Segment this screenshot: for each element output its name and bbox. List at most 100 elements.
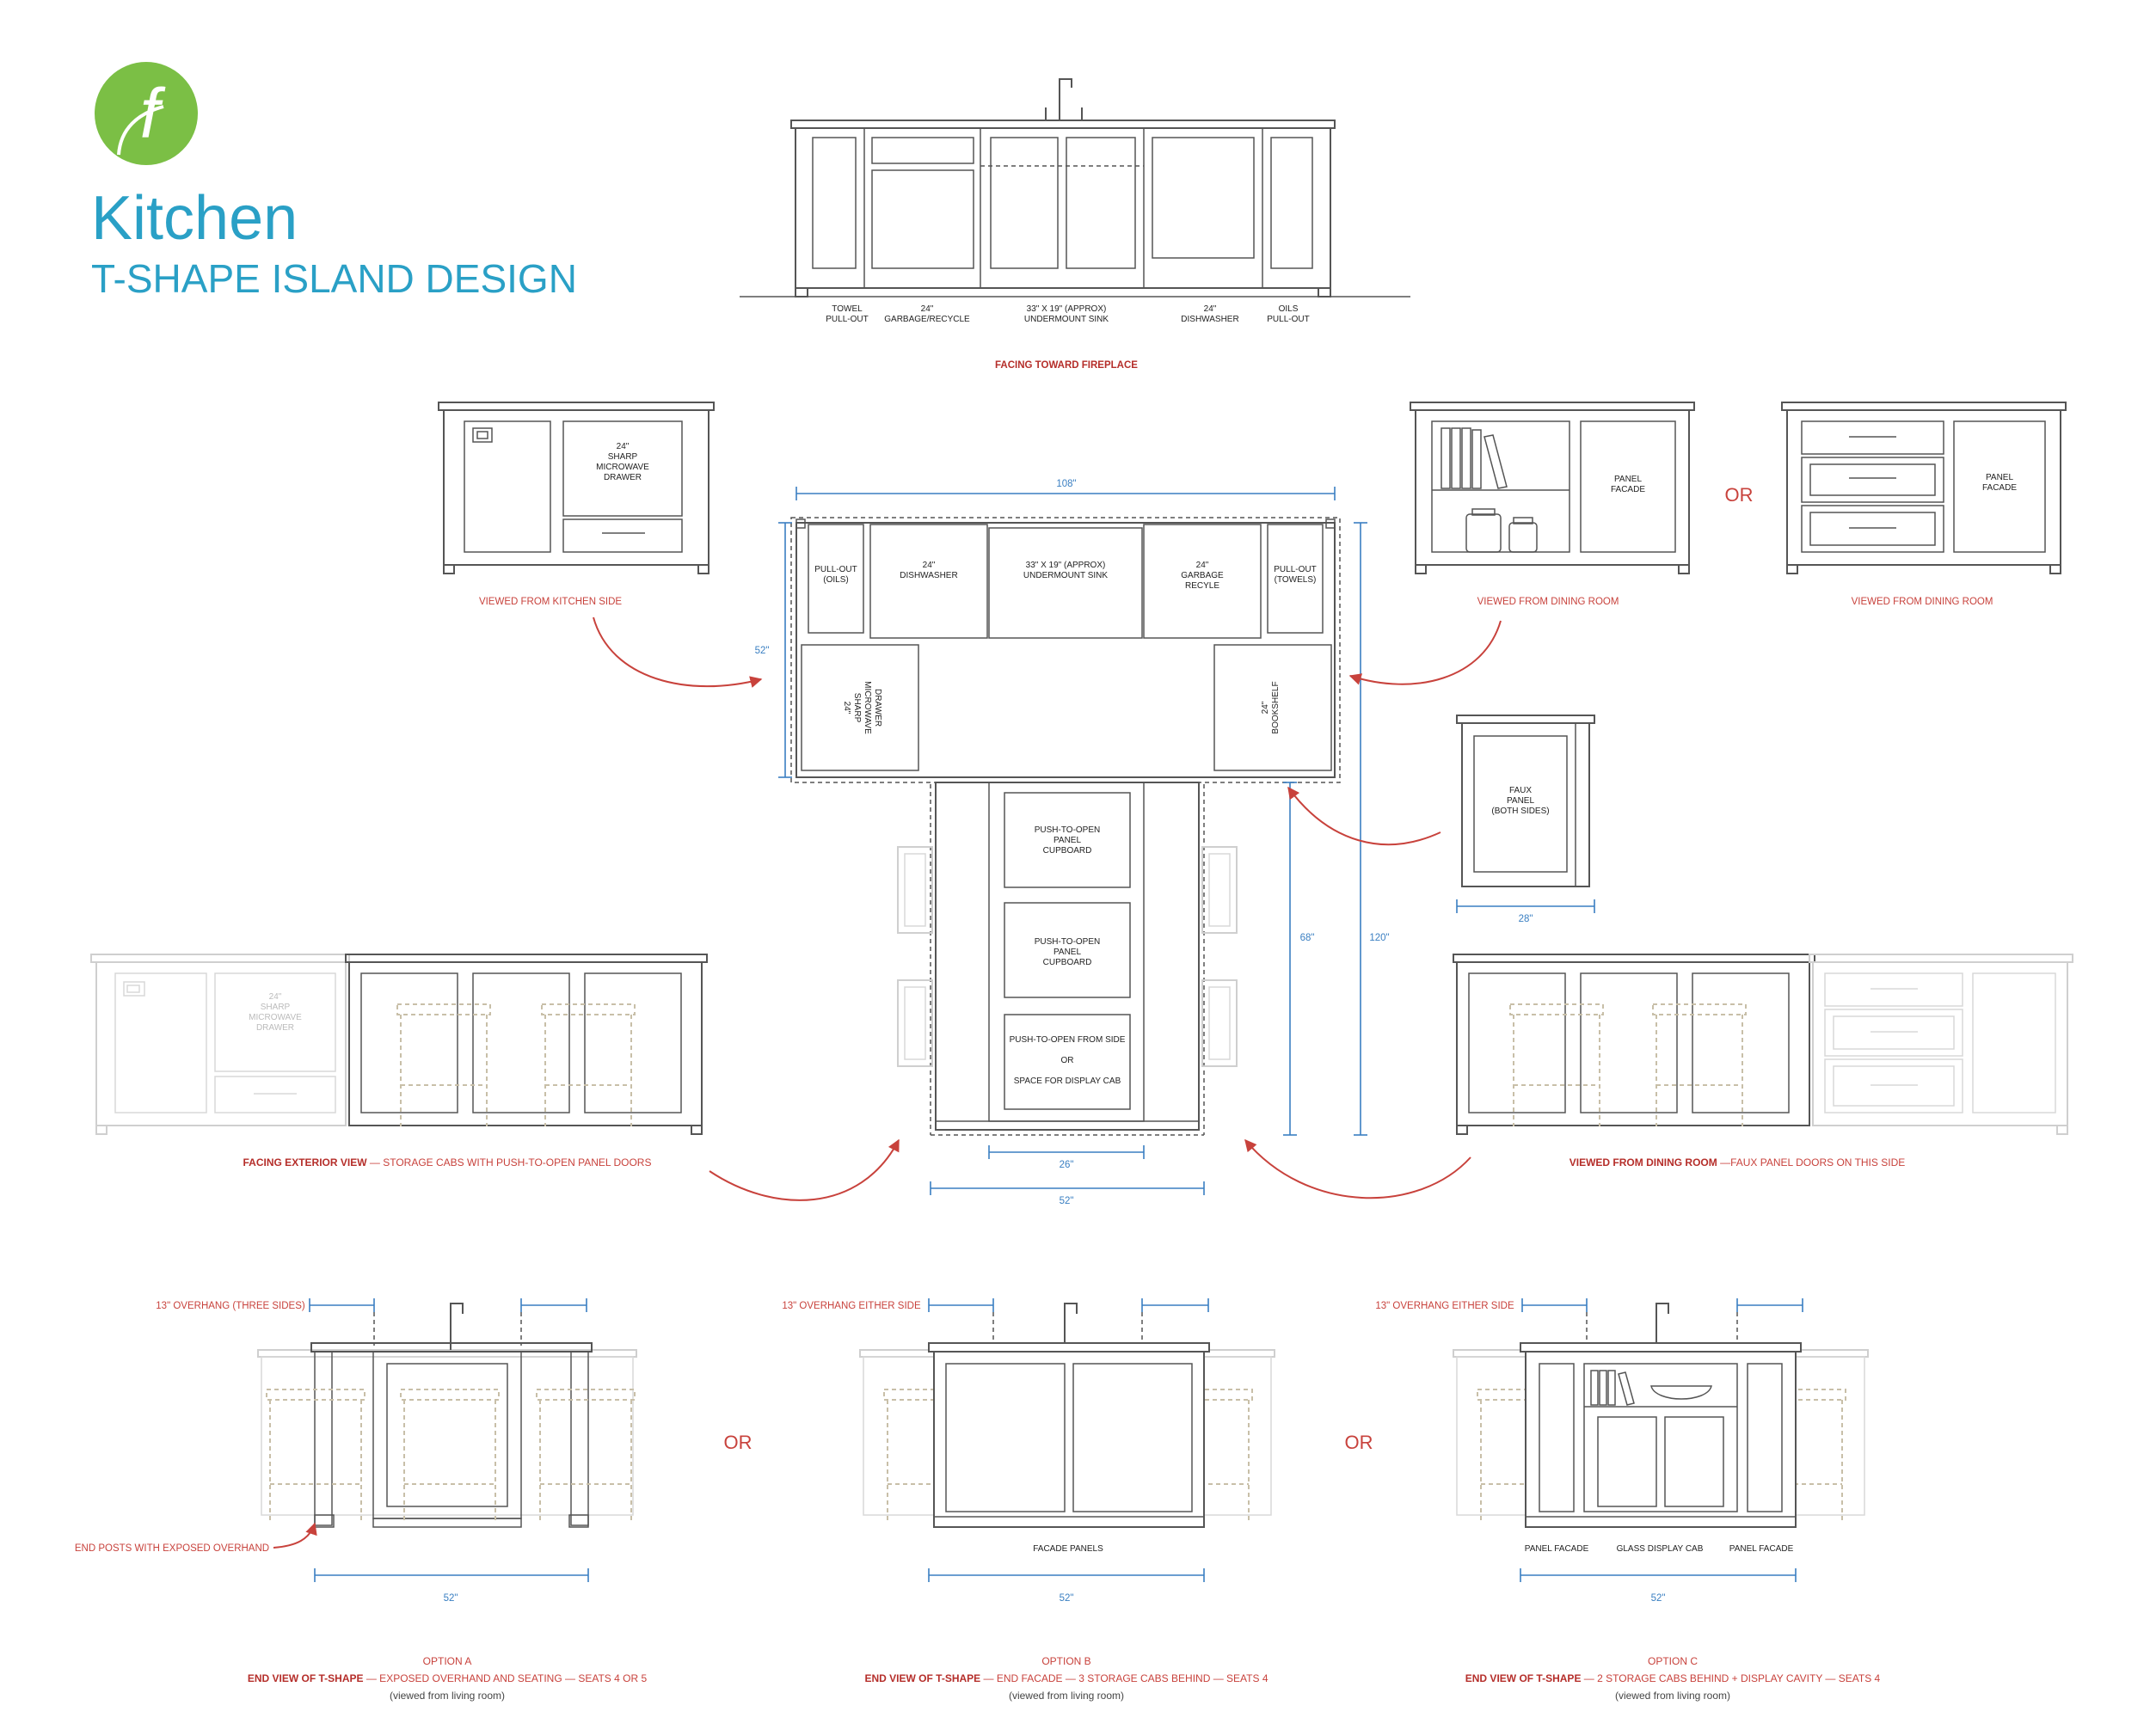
option-c-desc-bold: END VIEW OF T-SHAPE — [1465, 1672, 1582, 1684]
plan-pullout-towels-2: (TOWELS) — [1275, 575, 1317, 585]
option-c-caption: OPTION C END VIEW OF T-SHAPE — 2 STORAGE… — [1465, 1655, 1881, 1702]
top-elevation-fireplace — [740, 78, 1410, 298]
plan-bookshelf-2: BOOKSHELF — [1271, 681, 1281, 733]
faux-2: PANEL — [1507, 796, 1534, 806]
plan-microwave-4: DRAWER — [873, 689, 882, 727]
brand-logo: f — [95, 62, 198, 165]
option-b-overhang: 13" OVERHANG EITHER SIDE — [782, 1301, 921, 1311]
option-b-name: OPTION B — [1041, 1655, 1090, 1667]
option-c-label-3: PANEL FACADE — [1729, 1544, 1794, 1554]
option-c-viewed: (viewed from living room) — [1615, 1690, 1730, 1702]
option-a-desc: END VIEW OF T-SHAPE — EXPOSED OVERHAND A… — [248, 1672, 648, 1684]
caption-fireplace: FACING TOWARD FIREPLACE — [995, 360, 1138, 371]
page-title: Kitchen — [91, 184, 298, 253]
plan-cupboard2-1: PUSH-TO-OPEN — [1035, 937, 1101, 947]
plan-cupboard1-2: PANEL — [1054, 836, 1081, 845]
panel-a-2: FACADE — [1611, 485, 1645, 494]
caption-exterior: FACING EXTERIOR VIEW — STORAGE CABS WITH… — [243, 1156, 652, 1169]
label-oils-2: PULL-OUT — [1267, 315, 1309, 324]
plan-dimensions: 108" 52" 68" 120" 26" 52" — [755, 479, 1390, 1206]
dim-faux-width: 28" — [1519, 914, 1533, 924]
label-sink-2: UNDERMOUNT SINK — [1024, 315, 1109, 324]
panel-b-2: FACADE — [1982, 483, 2017, 493]
faux-1: FAUX — [1509, 786, 1532, 795]
option-a-desc-rest: — EXPOSED OVERHAND AND SEATING — SEATS 4… — [364, 1672, 648, 1684]
label-garbage: 24" — [921, 304, 934, 314]
header: f Kitchen T-SHAPE ISLAND DESIGN — [91, 62, 577, 301]
view-arrows — [593, 616, 1502, 1201]
ghost-m-4: DRAWER — [256, 1023, 294, 1033]
option-b-desc: END VIEW OF T-SHAPE — END FACADE — 3 STO… — [865, 1672, 1268, 1684]
option-c-label-1: PANEL FACADE — [1525, 1544, 1589, 1554]
option-c-desc: END VIEW OF T-SHAPE — 2 STORAGE CABS BEH… — [1465, 1672, 1881, 1684]
plan-cupboard3-3: SPACE FOR DISPLAY CAB — [1014, 1077, 1121, 1086]
plan-labels: PULL-OUT (OILS) 24" DISHWASHER 33" X 19"… — [814, 561, 1316, 1086]
or-label-b-c: OR — [1345, 1432, 1373, 1453]
plan-dishwasher-2: DISHWASHER — [900, 571, 957, 580]
dim-left-depth: 52" — [755, 646, 770, 656]
label-oils: OILS — [1279, 304, 1299, 314]
option-a-caption: OPTION A END VIEW OF T-SHAPE — EXPOSED O… — [248, 1655, 648, 1702]
faux-panel-elevation: FAUX PANEL (BOTH SIDES) 28" — [1456, 715, 1595, 924]
plan-cupboard2-3: CUPBOARD — [1043, 958, 1092, 967]
option-c-width: 52" — [1651, 1593, 1666, 1604]
plan-view — [790, 517, 1341, 1136]
caption-dining-b: VIEWED FROM DINING ROOM — [1852, 597, 1993, 607]
plan-microwave-3: MICROWAVE — [863, 681, 872, 734]
plan-microwave-1: 24" — [842, 702, 851, 715]
label-towel: TOWEL — [832, 304, 863, 314]
plan-cupboard1-3: CUPBOARD — [1043, 846, 1092, 856]
km-line2: SHARP — [608, 452, 638, 462]
plan-pullout-oils: PULL-OUT — [814, 565, 857, 574]
option-b-viewed: (viewed from living room) — [1009, 1690, 1124, 1702]
label-sink: 33" X 19" (APPROX) — [1027, 304, 1107, 314]
option-c-desc-rest: — 2 STORAGE CABS BEHIND + DISPLAY CAVITY… — [1581, 1672, 1880, 1684]
ghost-m-1: 24" — [269, 992, 282, 1002]
option-a-viewed: (viewed from living room) — [390, 1690, 505, 1702]
caption-kitchen-side: VIEWED FROM KITCHEN SIDE — [479, 597, 622, 607]
plan-garbage-3: RECYLE — [1185, 581, 1219, 591]
plan-pullout-towels: PULL-OUT — [1274, 565, 1316, 574]
plan-sink-2: UNDERMOUNT SINK — [1023, 571, 1108, 580]
option-b-label: FACADE PANELS — [1033, 1544, 1103, 1554]
caption-dining-faux-rest: —FAUX PANEL DOORS ON THIS SIDE — [1717, 1156, 1906, 1169]
dining-elevation-drawers: PANEL FACADE VIEWED FROM DINING ROOM — [1781, 402, 2067, 607]
dim-stem-width: 52" — [1060, 1196, 1074, 1206]
option-c-label-2: GLASS DISPLAY CAB — [1617, 1544, 1704, 1554]
option-a-elevation: 13" OVERHANG (THREE SIDES) END POSTS WIT… — [75, 1298, 637, 1604]
plan-garbage: 24" — [1196, 561, 1209, 570]
option-c-name: OPTION C — [1648, 1655, 1698, 1667]
plan-cupboard3-2: OR — [1061, 1056, 1074, 1065]
kitchen-side-elevation: 24" SHARP MICROWAVE DRAWER VIEWED FROM K… — [438, 402, 715, 607]
ghost-m-2: SHARP — [261, 1003, 291, 1012]
km-line3: MICROWAVE — [596, 463, 649, 472]
option-a-width: 52" — [444, 1593, 458, 1604]
option-a-desc-bold: END VIEW OF T-SHAPE — [248, 1672, 364, 1684]
label-dishwasher: 24" — [1204, 304, 1217, 314]
plan-dishwasher: 24" — [923, 561, 936, 570]
dim-stem-length: 68" — [1300, 933, 1315, 943]
option-b-caption: OPTION B END VIEW OF T-SHAPE — END FACAD… — [865, 1655, 1268, 1702]
plan-bookshelf-1: 24" — [1261, 701, 1270, 714]
faux-3: (BOTH SIDES) — [1491, 807, 1549, 816]
km-line4: DRAWER — [604, 473, 642, 482]
option-a-overhang: 13" OVERHANG (THREE SIDES) — [156, 1301, 305, 1311]
caption-dining-a: VIEWED FROM DINING ROOM — [1477, 597, 1619, 607]
dining-elevation-bookshelf: PANEL FACADE VIEWED FROM DINING ROOM — [1410, 402, 1695, 607]
ghost-m-3: MICROWAVE — [249, 1013, 302, 1022]
top-elevation-labels: TOWEL PULL-OUT 24" GARBAGE/RECYCLE 33" X… — [826, 304, 1309, 371]
option-a-note: END POSTS WITH EXPOSED OVERHAND — [75, 1543, 269, 1554]
plan-cupboard3-1: PUSH-TO-OPEN FROM SIDE — [1010, 1035, 1126, 1045]
option-b-width: 52" — [1060, 1593, 1074, 1604]
option-a-name: OPTION A — [423, 1655, 472, 1667]
option-b-elevation: 13" OVERHANG EITHER SIDE FACADE PANELS 5… — [782, 1298, 1275, 1604]
label-dishwasher-2: DISHWASHER — [1181, 315, 1238, 324]
caption-exterior-bold: FACING EXTERIOR VIEW — [243, 1156, 368, 1169]
dim-top-width: 108" — [1056, 479, 1076, 489]
option-b-desc-bold: END VIEW OF T-SHAPE — [865, 1672, 981, 1684]
km-line1: 24" — [617, 442, 630, 451]
caption-dining-faux-bold: VIEWED FROM DINING ROOM — [1570, 1156, 1717, 1169]
or-label-a-b: OR — [724, 1432, 752, 1453]
page-subtitle: T-SHAPE ISLAND DESIGN — [91, 256, 577, 301]
